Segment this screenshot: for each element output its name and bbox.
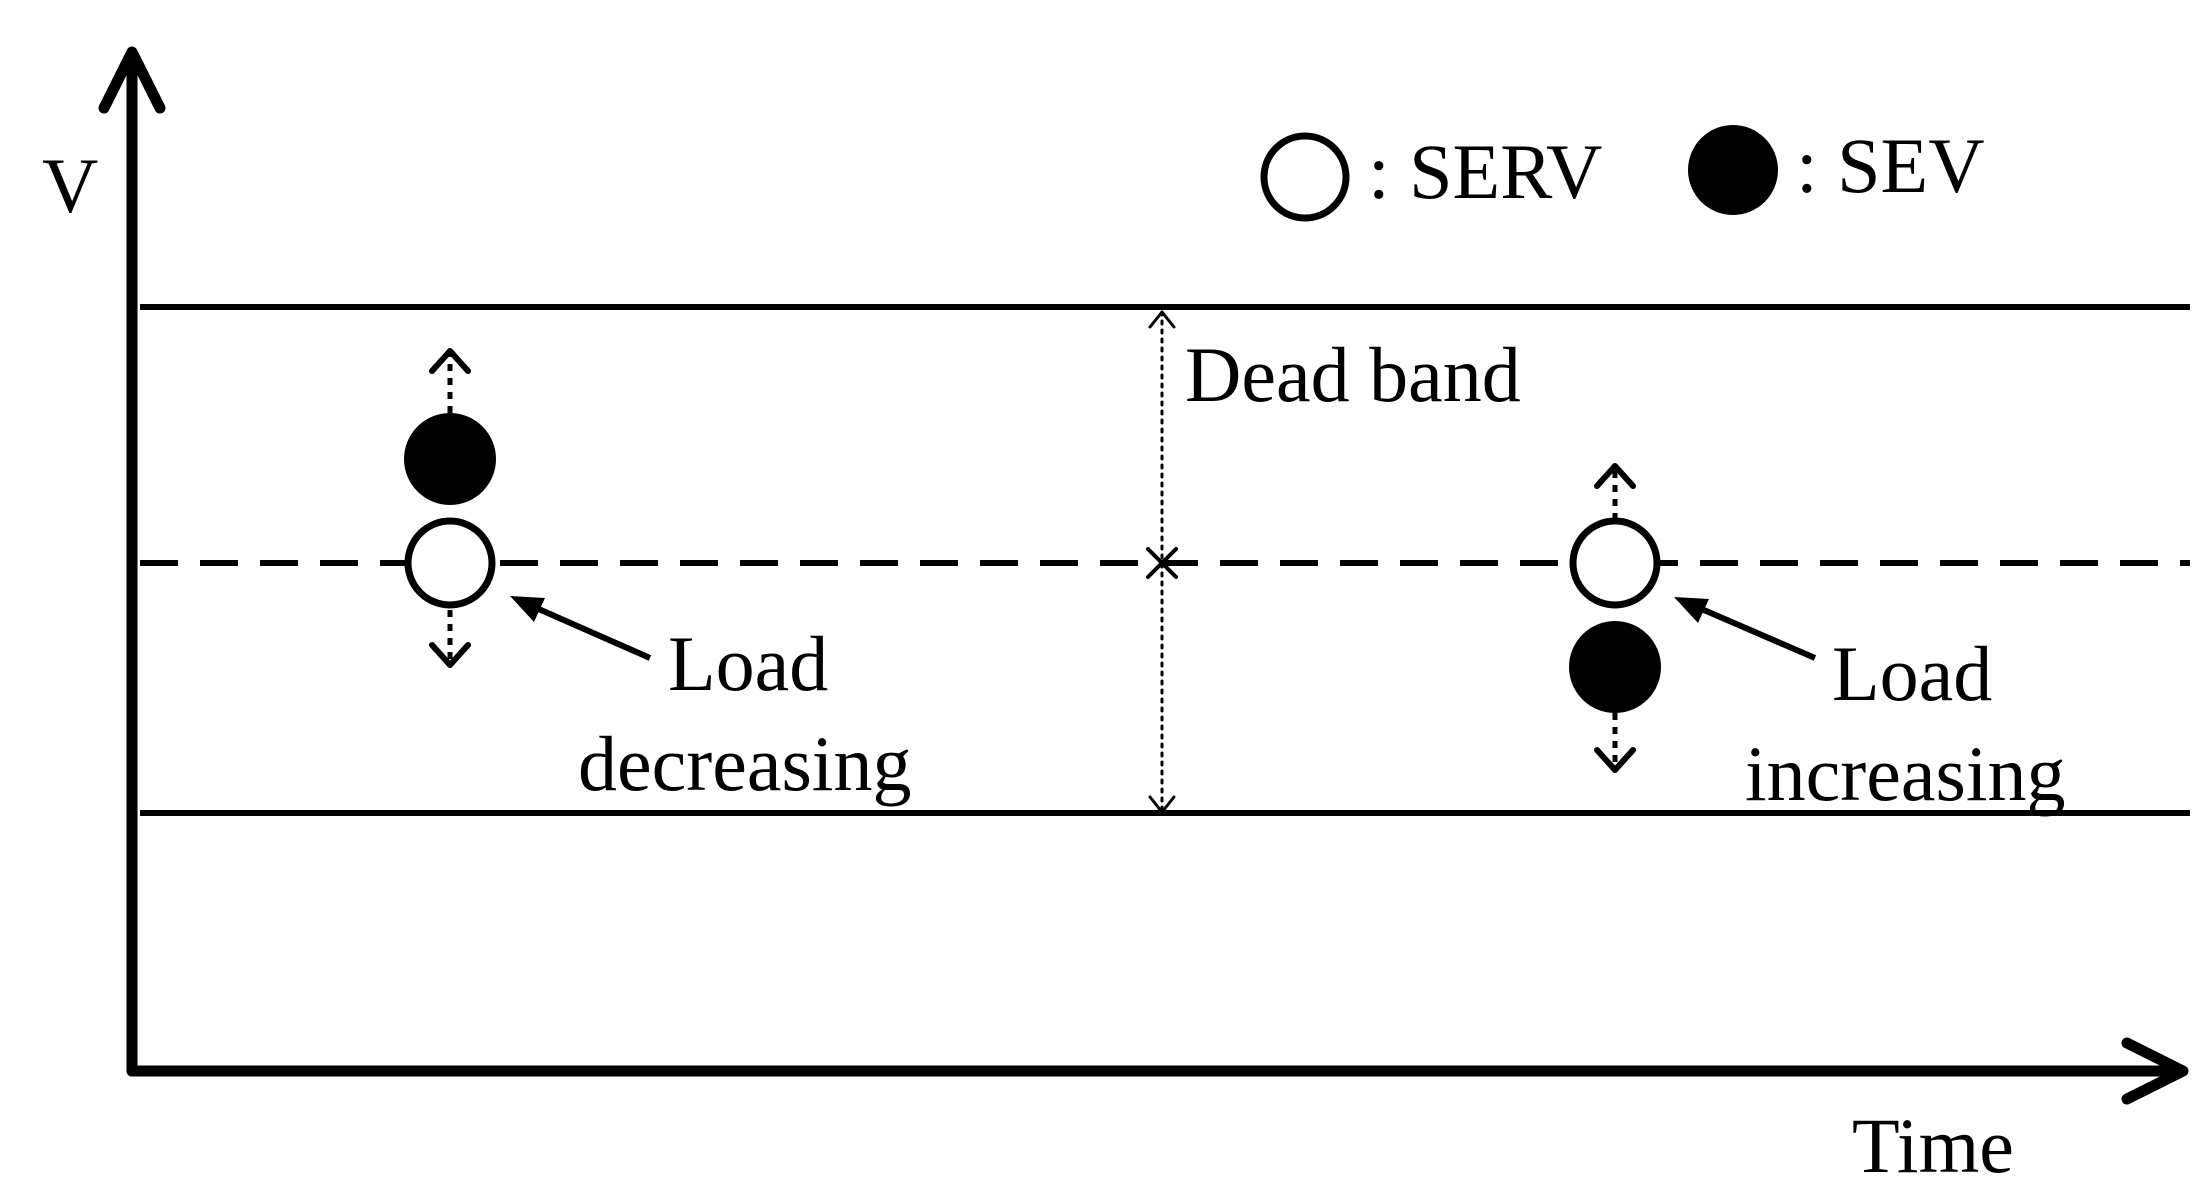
y-axis-arrowhead [98, 46, 166, 114]
right-sev-marker [1569, 621, 1661, 713]
left-pointer-arrowhead [510, 596, 545, 622]
right-annotation-line2: increasing [1745, 730, 2066, 817]
left-sev-marker [404, 413, 496, 505]
x-axis-arrowhead [2121, 1037, 2189, 1105]
x-axis-label: Time [1852, 1102, 2014, 1184]
right-marker-group [1569, 463, 1817, 773]
legend: : SERV : SEV [1260, 122, 1985, 222]
right-annotation-line1: Load [1832, 630, 1992, 717]
right-pointer-arrowhead [1674, 597, 1709, 623]
right-up-arrowhead [1594, 463, 1636, 489]
right-pointer-line [1688, 601, 1817, 661]
legend-sev-marker [1688, 125, 1778, 215]
dead-band-top-arrowhead [1148, 310, 1176, 329]
right-down-arrowhead [1594, 747, 1636, 773]
legend-serv-marker [1260, 132, 1350, 222]
right-serv-marker [1569, 517, 1661, 609]
left-marker-group [404, 348, 652, 668]
dead-band-bottom-arrowhead [1148, 795, 1176, 814]
dead-band-label: Dead band [1185, 331, 1521, 418]
left-pointer-line [523, 600, 652, 661]
y-axis-label: V [42, 142, 98, 229]
legend-sev-label: : SEV [1796, 122, 1985, 209]
axes [98, 46, 2189, 1105]
legend-serv-label: : SERV [1368, 128, 1602, 215]
left-annotation-line1: Load [668, 620, 828, 707]
center-cross-b [1146, 547, 1178, 579]
left-serv-marker [404, 517, 496, 609]
dead-band-indicator [1146, 310, 1178, 814]
left-down-arrowhead [429, 642, 471, 668]
left-annotation-line2: decreasing [578, 720, 911, 807]
left-up-arrowhead [429, 348, 471, 374]
